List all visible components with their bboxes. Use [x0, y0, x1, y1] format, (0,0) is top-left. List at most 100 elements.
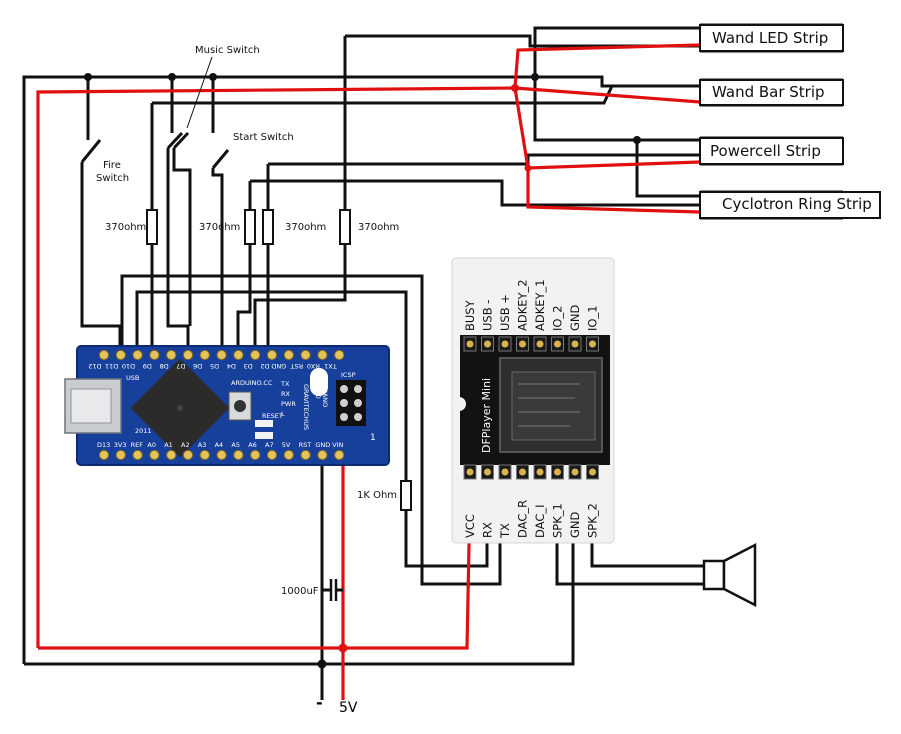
- wire-wand-bar-data: [152, 85, 614, 105]
- strip-label-powercell: Powercell Strip: [710, 142, 821, 160]
- nano-pin: [266, 349, 278, 361]
- dfplayer-pin-contact: [501, 340, 509, 348]
- strip-label-cyclotron: Cyclotron Ring Strip: [722, 195, 872, 213]
- nano-top-pin-label: D7: [176, 362, 185, 370]
- resistor-r4: 370ohm: [339, 209, 399, 245]
- speaker-icon: [702, 542, 757, 608]
- dfplayer-top-pin-label: BUSY: [463, 299, 477, 331]
- nano-pin: [300, 449, 311, 461]
- strip-box: [699, 24, 844, 52]
- nano-top-pin-label: D9: [143, 362, 152, 370]
- nano-top-pin-label: GND: [271, 362, 286, 370]
- positive-terminal-label: 5V: [339, 700, 358, 716]
- led-l: [255, 432, 273, 439]
- resistor-1k: 1K Ohm: [357, 480, 412, 511]
- nano-top-pin-label: RX0: [307, 362, 320, 370]
- strip-wand-led: Wand LED Strip: [699, 24, 844, 52]
- start-switch-lever: [211, 149, 230, 169]
- dfplayer-pin-contact: [571, 340, 579, 348]
- nano-pin: [115, 449, 126, 461]
- resistor-label: 370ohm: [199, 222, 240, 233]
- dfplayer-top-header: [463, 336, 599, 352]
- nano-bottom-pin-label: A0: [147, 441, 156, 449]
- wire-wand-led-data: [345, 34, 700, 48]
- strip-box: [699, 79, 844, 106]
- wire-r4-d3: [253, 244, 347, 355]
- dfplayer-pin-contact: [501, 468, 509, 476]
- nano-pin: [199, 449, 210, 461]
- nano-bottom-pin-label: 5V: [282, 441, 291, 449]
- resistor-label: 1K Ohm: [357, 490, 397, 501]
- dfplayer-bottom-pin-label: VCC: [463, 514, 477, 538]
- nano-top-pin-label: D6: [193, 362, 202, 370]
- wire-rx-top: [135, 290, 408, 481]
- red-cyclotron: [526, 168, 701, 214]
- nano-pin: [132, 449, 143, 461]
- dfplayer-top-pin-label: ADKEY_2: [516, 279, 530, 331]
- nano-pin: [216, 349, 227, 361]
- dfplayer-pin-contact: [554, 340, 561, 348]
- negative-terminal-label: -: [316, 693, 323, 712]
- nano-model: NANO: [321, 388, 329, 407]
- nano-maker: GRAVITECHUS: [302, 384, 310, 430]
- strip-box: [699, 191, 881, 219]
- nano-bottom-pin-label: A1: [164, 441, 173, 449]
- nano-pin: [166, 449, 177, 461]
- resistor-label: 370ohm: [285, 222, 326, 233]
- dfplayer-pin-contact: [589, 340, 596, 348]
- dfplayer-title: DFPlayer Mini: [480, 378, 493, 453]
- nano-bottom-pin-label: VIN: [332, 441, 343, 449]
- music-switch-to-d7: [166, 148, 190, 355]
- nano-top-pin-label: D10: [122, 362, 135, 370]
- nano-bottom-pin-label: 3V3: [114, 441, 127, 449]
- nano-top-pin-label: D12: [88, 362, 101, 370]
- nano-bottom-pin-label: REF: [131, 441, 144, 449]
- led-pwr: [255, 420, 273, 427]
- nano-top-pin-label: D11: [105, 362, 118, 370]
- nano-version: V3.0: [314, 384, 322, 399]
- nano-pin: [334, 349, 345, 361]
- dfplayer-bottom-pin-label: SPK_1: [551, 503, 565, 538]
- nano-pin: [166, 349, 177, 361]
- strip-output-lines: [700, 23, 843, 220]
- nano-top-pin-label: D5: [210, 362, 219, 370]
- start-switch-label: Start Switch: [233, 132, 294, 143]
- nano-pin: [283, 349, 294, 361]
- dfplayer-pin-contact: [466, 468, 474, 476]
- nano-pin: [132, 349, 143, 361]
- nano-led-tx: TX: [280, 380, 290, 388]
- red-wand-led: [513, 43, 701, 89]
- nano-pin: [250, 349, 261, 361]
- nano-led-pwr: PWR: [281, 400, 296, 408]
- nano-pin: [182, 349, 194, 361]
- nano-led-rx: RX: [281, 390, 291, 398]
- nano-led-l: L: [281, 410, 285, 418]
- dfplayer-top-pin-label: GND: [568, 304, 582, 331]
- capacitor: 1000uF: [281, 579, 343, 601]
- strip-wand-bar: Wand Bar Strip: [699, 79, 844, 106]
- nano-top-pin-label: D2: [260, 362, 269, 370]
- fire-switch-to-d11: [80, 162, 122, 355]
- nano-bottom-pin-label: D13: [97, 441, 110, 449]
- dfplayer-top-pin-label: USB -: [481, 300, 495, 331]
- dfplayer-pin-contact: [484, 468, 491, 476]
- resistor-r3: 370ohm: [262, 209, 326, 245]
- nano-pin: [266, 449, 278, 461]
- dfplayer-pin-contact: [466, 340, 474, 348]
- ground-wire-bottom: [24, 540, 575, 666]
- resistor-label: 370ohm: [105, 222, 146, 233]
- fire-switch-label-1: Fire: [103, 160, 121, 171]
- dfplayer-pin-contact: [519, 340, 526, 348]
- nano-reset-label: RESET: [262, 412, 283, 420]
- music-switch-lever-b: [172, 131, 190, 150]
- dfplayer-bottom-pin-label: TX: [498, 523, 512, 539]
- dfplayer-bottom-pin-label: DAC_R: [516, 500, 530, 538]
- nano-pin: [115, 349, 126, 361]
- nano-usb-label: USB: [126, 374, 139, 382]
- nano-pin: [149, 349, 160, 361]
- dfplayer-bottom-pin-label: GND: [568, 511, 582, 538]
- capacitor-label: 1000uF: [281, 586, 319, 597]
- strip-cyclotron: Cyclotron Ring Strip: [699, 191, 881, 219]
